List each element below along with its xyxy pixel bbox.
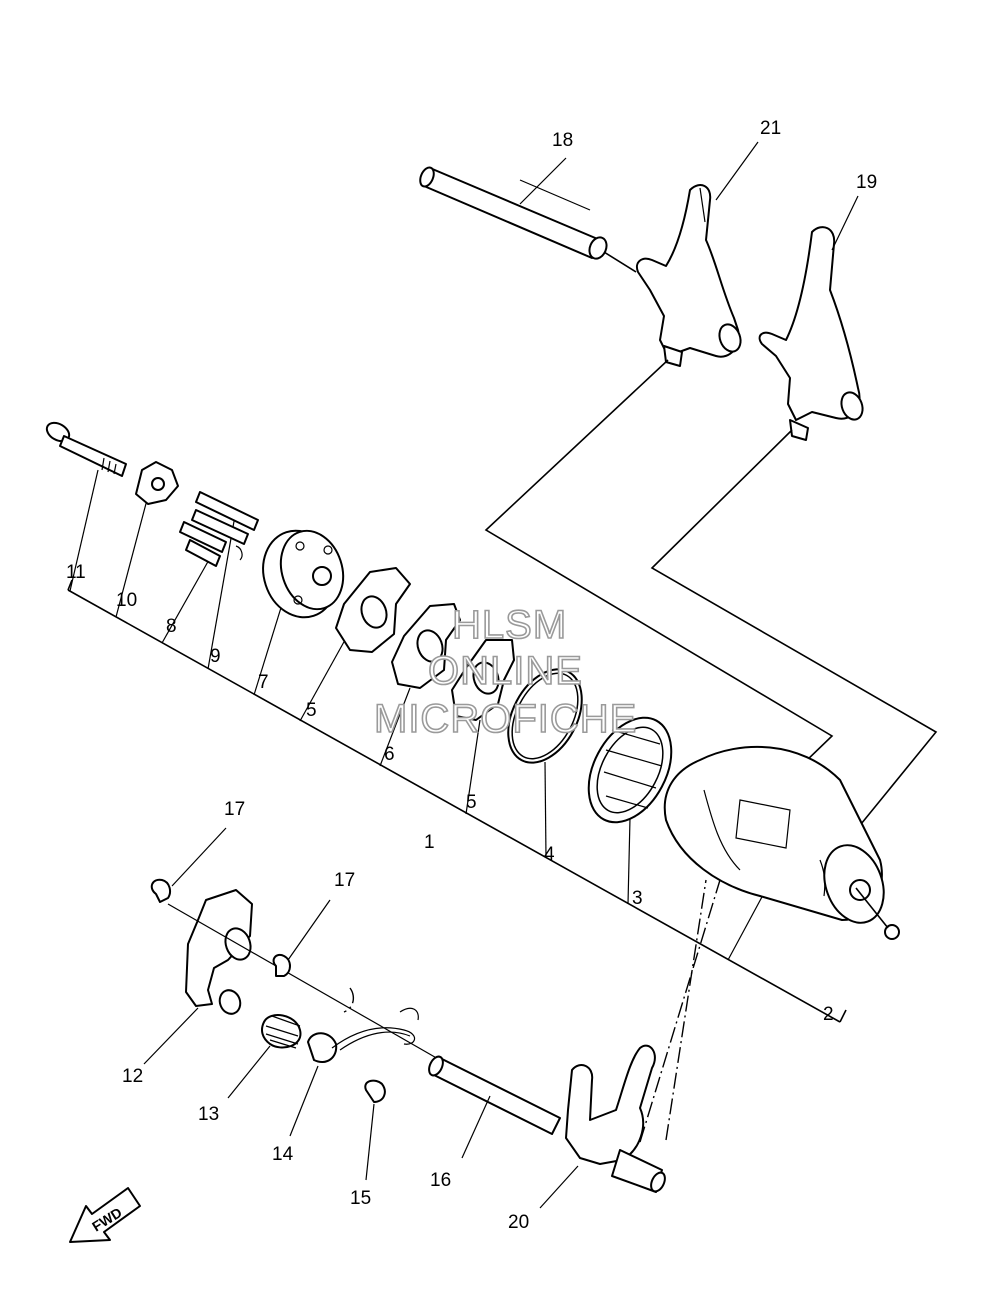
shift-drum-part — [663, 745, 900, 940]
callout-2: 2 — [823, 1004, 834, 1025]
callout-19: 19 — [856, 172, 877, 193]
watermark-line-2: ONLINE — [428, 649, 583, 693]
stopper-lever-part — [289, 987, 419, 1137]
callout-10: 10 — [116, 590, 137, 611]
callout-9: 9 — [210, 646, 221, 667]
watermark-line-3: MICROFICHE — [374, 697, 637, 741]
watermark: HLSM ONLINE MICROFICHE — [373, 602, 637, 742]
bearing-part — [587, 716, 673, 824]
callout-5a: 5 — [306, 700, 317, 721]
callout-8: 8 — [166, 616, 177, 637]
cam-part — [262, 529, 345, 619]
callout-4: 4 — [544, 844, 555, 865]
plate-5b-part — [451, 639, 515, 721]
callout-6: 6 — [384, 744, 395, 765]
circlip-part — [507, 668, 583, 764]
group-bracket — [67, 469, 847, 1023]
callout-3: 3 — [632, 888, 643, 909]
callout-20: 20 — [508, 1212, 529, 1233]
callout-21: 21 — [760, 118, 781, 139]
callout-14: 14 — [272, 1144, 294, 1165]
spring-part — [227, 1014, 302, 1099]
callout-17a: 17 — [224, 799, 245, 820]
callout-11: 11 — [66, 562, 86, 583]
shift-lever-part — [143, 889, 253, 1065]
fwd-arrow-icon: FWD — [69, 1187, 141, 1243]
clip-17a-part — [150, 827, 227, 903]
shift-fork-20 — [539, 879, 721, 1209]
callout-12: 12 — [122, 1066, 143, 1087]
plate-6-part — [391, 603, 461, 689]
shift-shaft-part — [428, 1055, 561, 1159]
callout-labels: 1 2 3 4 5 5 6 7 8 9 10 11 12 13 14 15 16… — [66, 118, 877, 1233]
callout-5b: 5 — [466, 792, 477, 813]
callout-16: 16 — [430, 1170, 451, 1191]
segment-part — [135, 461, 179, 505]
callout-18: 18 — [552, 130, 573, 151]
clip-17b-part — [272, 899, 331, 977]
callout-15: 15 — [350, 1188, 371, 1209]
callout-17b: 17 — [334, 870, 355, 891]
clip-15-part — [364, 1079, 386, 1181]
pins-part — [179, 491, 259, 567]
callout-7: 7 — [258, 672, 269, 693]
watermark-line-1: HLSM — [452, 603, 567, 647]
callout-13: 13 — [198, 1104, 219, 1125]
bolt-part — [45, 421, 127, 477]
shift-fork-21 — [636, 184, 742, 367]
guide-bar-part — [419, 166, 637, 273]
shift-fork-19 — [758, 226, 864, 441]
plate-5a-part — [335, 567, 411, 653]
callout-1: 1 — [424, 832, 435, 853]
shaft-axis-line — [167, 903, 441, 1061]
